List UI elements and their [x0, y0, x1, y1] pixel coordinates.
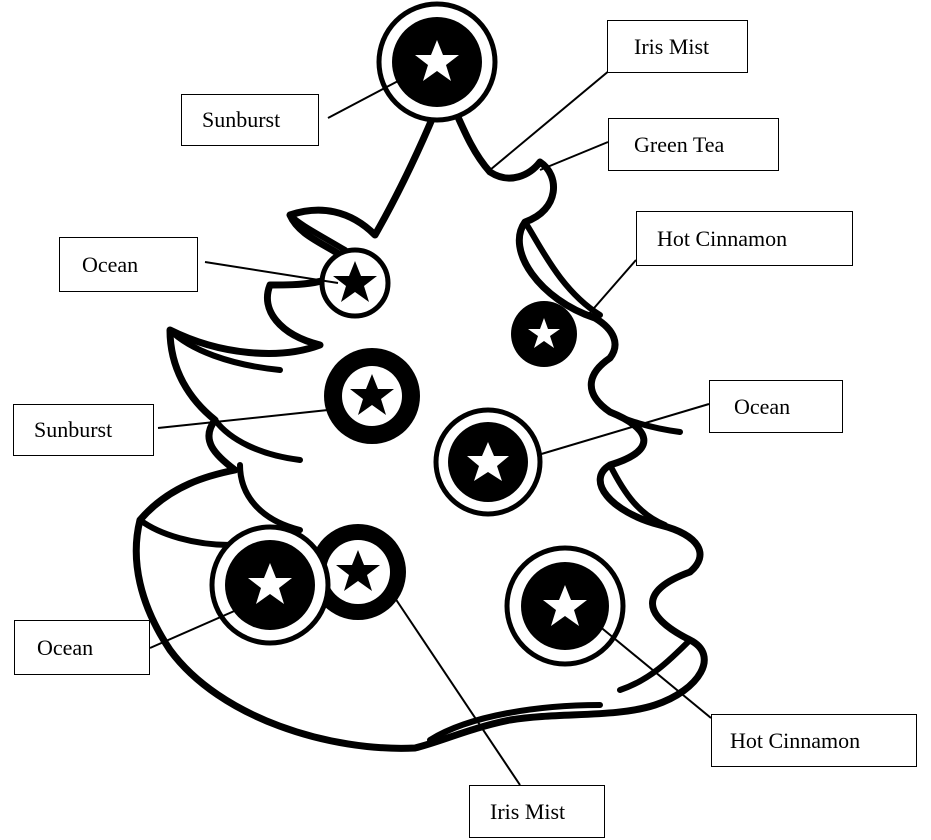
label-ocean-lower-left: Ocean: [14, 620, 150, 675]
leader-lines: [149, 69, 712, 786]
leader-line: [157, 409, 329, 429]
branch-detail: [137, 212, 348, 548]
label-ocean-mid-right: Ocean: [709, 380, 843, 433]
ornament-hot-cinnamon-bottom: [504, 545, 626, 667]
ornament-sunburst-mid: [324, 348, 420, 444]
leader-line: [204, 261, 339, 284]
label-hot-cinnamon-lower: Hot Cinnamon: [711, 714, 917, 767]
ornament-top: [376, 1, 498, 123]
ornament-ocean-bottom: [209, 524, 331, 646]
label-sunburst-mid: Sunburst: [13, 404, 154, 456]
label-iris-mist-top: Iris Mist: [607, 20, 748, 73]
branch-detail-right: [522, 219, 693, 693]
leader-line: [537, 403, 710, 456]
label-ocean-upper-left: Ocean: [59, 237, 198, 292]
label-sunburst-top: Sunburst: [181, 94, 319, 146]
ornament-small-right: [511, 301, 577, 367]
tree-outline: [132, 84, 708, 752]
branch-detail-bottom: [237, 462, 603, 743]
leader-line: [587, 259, 637, 316]
ornament-ocean-mid: [433, 407, 543, 517]
leader-line: [539, 141, 609, 171]
ornament-iris-bottom: [310, 524, 406, 620]
leader-line: [394, 597, 521, 786]
label-iris-mist-bottom: Iris Mist: [469, 785, 605, 838]
label-green-tea: Green Tea: [608, 118, 779, 171]
leader-line: [489, 69, 611, 171]
ornament-ocean-left: [319, 247, 391, 319]
leader-line: [149, 604, 249, 649]
leader-line: [597, 624, 712, 719]
label-hot-cinnamon-upper: Hot Cinnamon: [636, 211, 853, 266]
leader-line: [327, 79, 401, 119]
